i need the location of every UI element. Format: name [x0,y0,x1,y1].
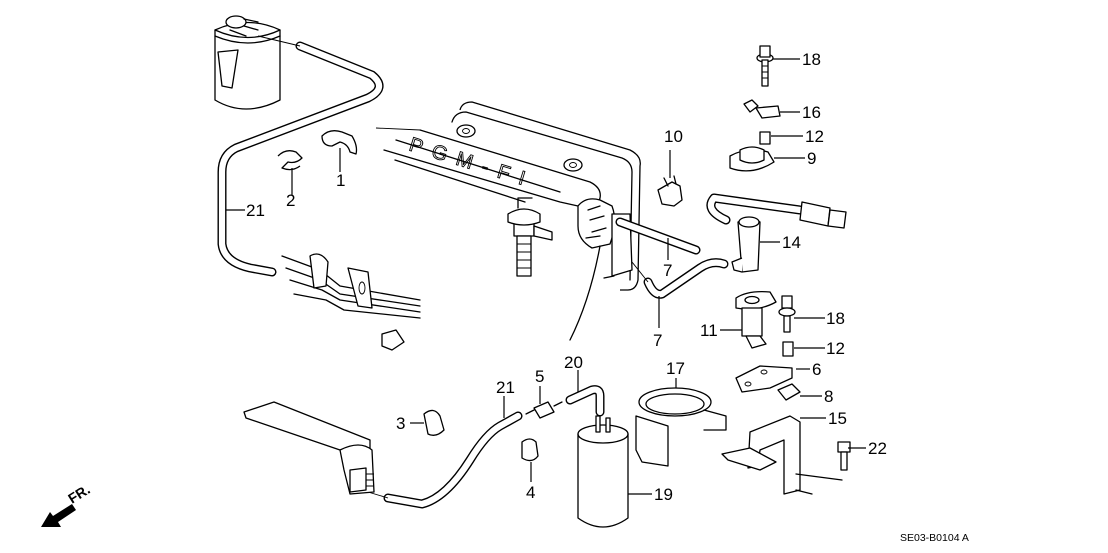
callout-label-5: 5 [535,367,544,386]
engine-cylinder-head: PGM-FI [375,101,641,291]
callout-label-12b: 12 [826,339,845,358]
bolt-18-upper: 18 [756,45,821,87]
callout-label-20: 20 [564,353,583,372]
sensor-14: 14 [706,193,847,273]
inline-filter-5: 5 [525,367,563,419]
callout-label-10: 8 [824,387,833,406]
clamp-2: 2 [277,150,303,210]
callout-label-14: 14 [782,233,801,252]
callout-label-2: 2 [286,191,295,210]
hose-7-lower: 7 [631,258,729,350]
callout-label-13: 15 [828,409,847,428]
hose-19: 21 [367,378,523,509]
callout-label-7a: 7 [663,261,672,280]
clamp-1: 1 [321,130,358,190]
sensor-8: 9 [729,146,816,172]
callout-label-12a: 12 [805,127,824,146]
callout-label-7b: 7 [653,331,662,350]
charcoal-canister [214,15,281,110]
callout-label-8: 9 [807,149,816,168]
callout-label-6: 6 [812,360,821,379]
bolt-22: 22 [837,439,887,471]
wire-harness [281,253,421,351]
collar-12-upper: 12 [759,127,824,146]
engine-cover-lower [243,401,375,495]
callout-label-11: 11 [700,321,718,340]
mount-10: 8 [777,383,833,406]
callout-label-9: 10 [664,127,683,146]
callout-label-3: 3 [396,414,405,433]
callout-label-22: 22 [868,439,887,458]
callout-label-18a: 18 [802,50,821,69]
bracket-15: 16 [743,99,821,122]
hose-7-upper: 7 [615,217,701,280]
bracket-6: 6 [735,360,821,393]
clamp-3: 3 [396,409,445,436]
valve-11: 11 [700,290,777,349]
valve-assembly [507,197,553,277]
bracket-13: 15 [721,409,847,495]
holder-band-16: 17 [635,359,727,467]
front-direction-label: FR. [65,481,93,507]
callout-label-15: 16 [802,103,821,122]
clip-9: 10 [657,127,683,207]
hose-20: 20 [564,353,605,417]
callout-label-1: 1 [336,171,345,190]
front-direction-indicator: FR. [41,481,93,527]
clamp-4: 4 [521,438,539,502]
distributor-flange [569,198,633,341]
hose-21 [217,35,384,277]
callout-label-21: 21 [246,201,265,220]
collar-12-lower: 12 [782,339,845,358]
callout-label-19: 21 [496,378,515,397]
chamber-17: 19 [577,415,673,528]
callout-21: 21 [226,201,265,220]
callout-label-4: 4 [526,483,535,502]
drawing-code: SE03-B0104 A [900,532,969,544]
bolt-18-lower: 18 [778,295,845,333]
callout-label-16: 17 [666,359,685,378]
callout-label-18b: 18 [826,309,845,328]
callout-label-17: 19 [654,485,673,504]
